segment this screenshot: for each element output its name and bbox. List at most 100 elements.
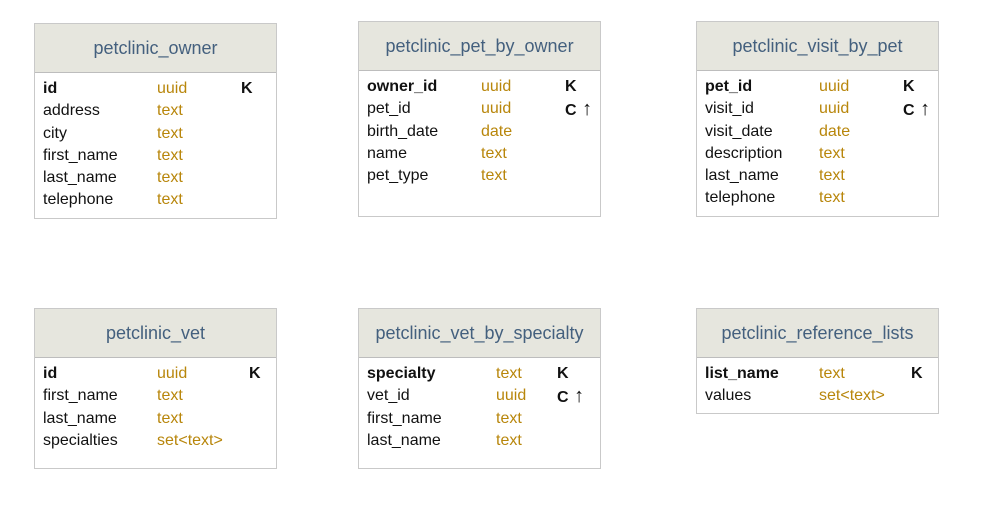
ascending-arrow-icon: ↑ — [914, 98, 931, 121]
column-row: visit_id uuid C ↑ — [697, 98, 938, 120]
column-type: text — [819, 365, 845, 382]
column-name: last_name — [705, 167, 779, 185]
column-type: text — [819, 189, 845, 207]
column-name: telephone — [705, 189, 776, 207]
column-name: specialty — [367, 365, 436, 382]
column-type: text — [481, 144, 507, 162]
column-row: specialties set<text> — [35, 430, 276, 452]
column-row: list_name text K — [697, 363, 938, 385]
column-row: values set<text> — [697, 385, 938, 407]
column-type: date — [481, 122, 513, 140]
column-name: pet_type — [367, 167, 429, 185]
partition-key-marker: K — [565, 78, 577, 95]
table-title: petclinic_vet_by_specialty — [359, 309, 600, 358]
column-type: uuid — [481, 100, 512, 118]
clustering-key-marker: C ↑ — [903, 98, 931, 121]
column-type: text — [481, 167, 507, 185]
column-row: last_name text — [35, 167, 276, 189]
ascending-arrow-icon: ↑ — [576, 98, 593, 121]
column-name: name — [367, 144, 408, 162]
column-row: first_name text — [359, 408, 600, 430]
column-row: pet_id uuid K — [697, 76, 938, 98]
partition-key-marker: K — [241, 80, 253, 97]
column-row: specialty text K — [359, 363, 600, 385]
column-type: set<text> — [819, 387, 885, 405]
column-name: visit_id — [705, 100, 754, 118]
column-name: pet_id — [705, 78, 753, 95]
column-type: uuid — [819, 78, 850, 95]
column-type: uuid — [481, 78, 512, 95]
column-name: visit_date — [705, 122, 773, 140]
table-title: petclinic_pet_by_owner — [359, 22, 600, 71]
column-type: text — [157, 169, 183, 187]
column-name: description — [705, 144, 783, 162]
column-row: pet_type text — [359, 165, 600, 187]
column-name: pet_id — [367, 100, 411, 118]
column-row: first_name text — [35, 385, 276, 407]
column-type: uuid — [157, 80, 188, 97]
partition-key-marker: K — [903, 78, 915, 95]
column-type: uuid — [157, 365, 188, 382]
column-name: birth_date — [367, 122, 439, 140]
column-row: description text — [697, 143, 938, 165]
partition-key-marker: K — [911, 365, 923, 382]
column-name: id — [43, 365, 58, 382]
table-petclinic-vet-by-specialty: petclinic_vet_by_specialty specialty text K… — [358, 308, 601, 469]
column-type: text — [157, 409, 183, 427]
column-type: text — [157, 124, 183, 142]
partition-key-marker: K — [557, 365, 569, 382]
column-type: text — [157, 191, 183, 209]
column-name: specialties — [43, 431, 118, 449]
clustering-key-marker: C ↑ — [565, 98, 593, 121]
column-type: text — [157, 146, 183, 164]
column-type: text — [496, 365, 522, 382]
column-row: telephone text — [35, 189, 276, 211]
column-name: last_name — [43, 169, 117, 187]
column-name: first_name — [43, 387, 118, 405]
column-name: first_name — [367, 409, 442, 427]
column-type: uuid — [496, 387, 527, 405]
column-name: telephone — [43, 191, 114, 209]
column-type: text — [819, 167, 845, 185]
column-name: list_name — [705, 365, 779, 382]
column-row: birth_date date — [359, 121, 600, 143]
column-row: last_name text — [697, 165, 938, 187]
column-name: owner_id — [367, 78, 438, 95]
column-type: text — [157, 102, 183, 120]
column-type: text — [819, 144, 845, 162]
column-row: telephone text — [697, 187, 938, 209]
column-name: last_name — [43, 409, 117, 427]
column-row: name text — [359, 143, 600, 165]
partition-key-marker: K — [249, 365, 261, 382]
column-row: address text — [35, 100, 276, 122]
column-row: last_name text — [35, 408, 276, 430]
column-row: id uuid K — [35, 363, 276, 385]
column-name: address — [43, 102, 100, 120]
column-name: city — [43, 124, 67, 142]
clustering-key-marker: C ↑ — [557, 385, 585, 408]
column-type: set<text> — [157, 431, 223, 449]
table-title: petclinic_owner — [35, 24, 276, 73]
column-name: values — [705, 387, 752, 405]
column-name: last_name — [367, 431, 441, 449]
column-row: owner_id uuid K — [359, 76, 600, 98]
column-type: uuid — [819, 100, 850, 118]
column-type: text — [496, 409, 522, 427]
column-row: city text — [35, 123, 276, 145]
column-type: text — [157, 387, 183, 405]
table-title: petclinic_reference_lists — [697, 309, 938, 358]
ascending-arrow-icon: ↑ — [568, 385, 585, 408]
